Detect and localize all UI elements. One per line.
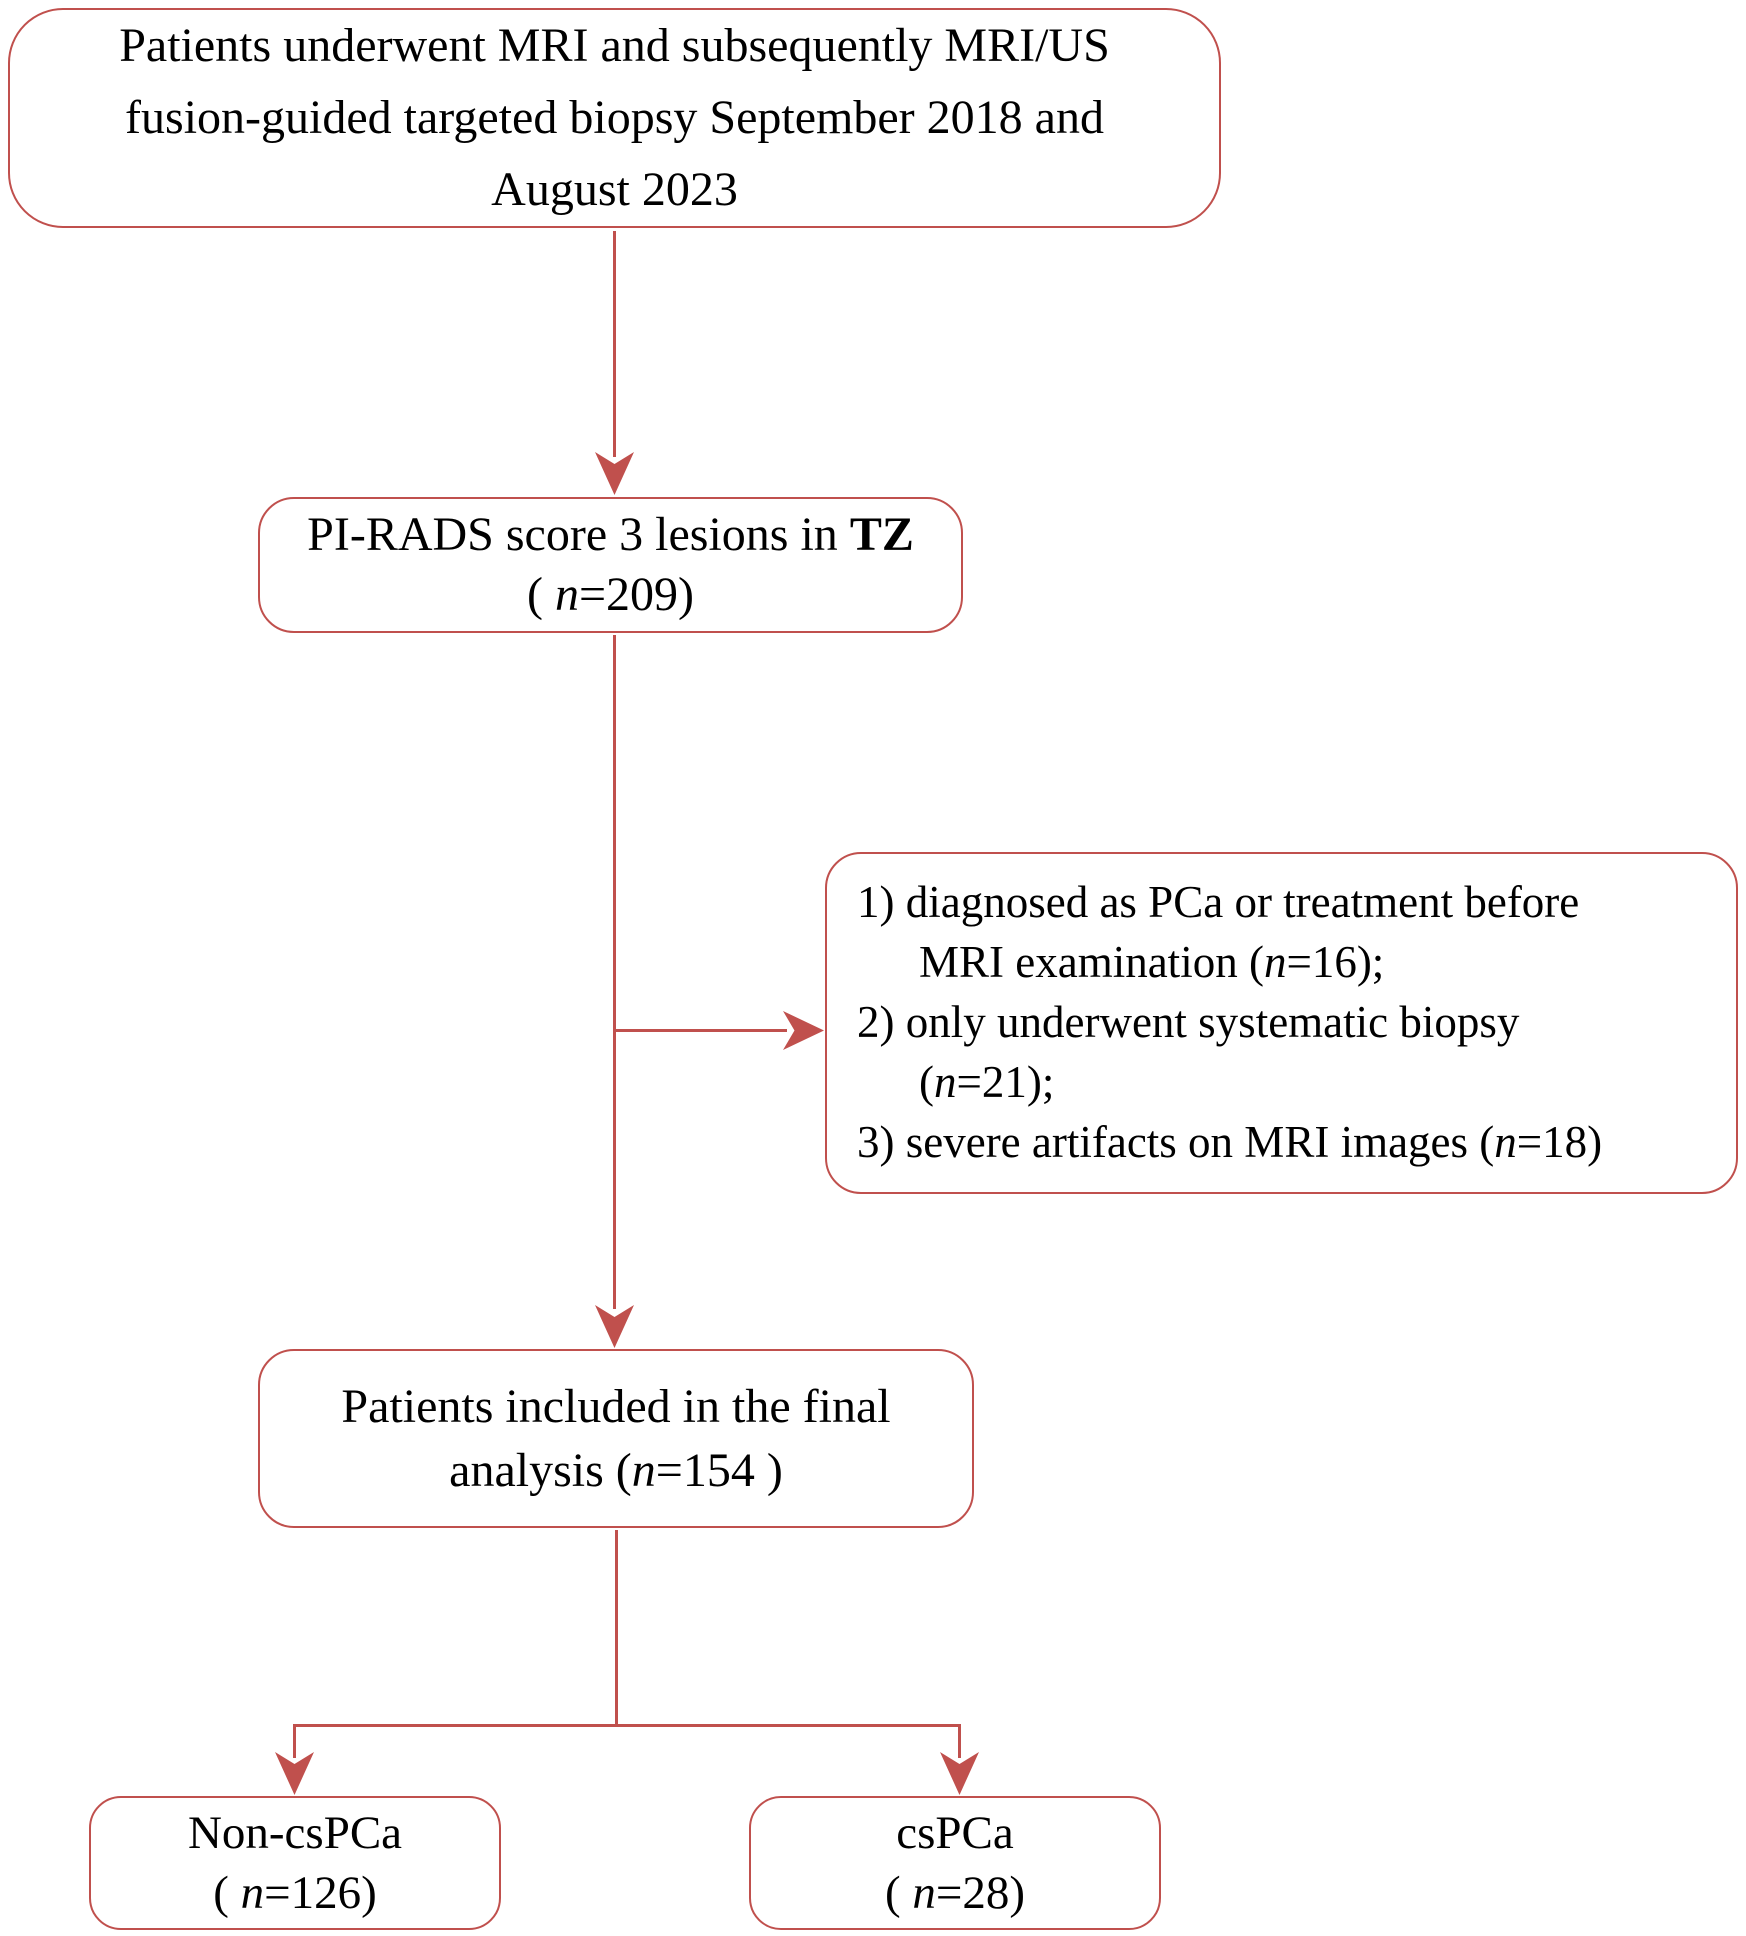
connector-pirads-to-final <box>613 635 616 1309</box>
connector-final-to-split <box>615 1530 618 1726</box>
final-line2-n: n <box>631 1443 656 1497</box>
cspca-count-n: n <box>912 1867 936 1919</box>
exclusion-item-2-text: 2) only underwent systematic biopsy ( <box>857 997 1520 1107</box>
noncspca-count-n: n <box>240 1867 265 1919</box>
pirads-line1: PI-RADS score 3 lesions in TZ <box>307 505 914 565</box>
noncspca-count: ( n=126) <box>213 1863 377 1923</box>
connector-branch-to-exclusions <box>615 1029 787 1032</box>
pirads-count-rest: =209) <box>578 568 695 621</box>
box-pirads: PI-RADS score 3 lesions in TZ ( n=209) <box>258 497 963 633</box>
exclusion-item-1-text: 1) diagnosed as PCa or treatment before … <box>857 877 1580 987</box>
final-line2-post: =154 ) <box>655 1443 783 1497</box>
cspca-count-rest: =28) <box>935 1867 1026 1919</box>
pirads-count-n: n <box>554 568 579 621</box>
pirads-line1-text: PI-RADS score 3 lesions in <box>307 508 850 561</box>
arrowhead-into-pirads-icon <box>595 452 634 495</box>
exclusion-item-3-n: n <box>1494 1117 1517 1167</box>
noncspca-title: Non-csPCa <box>187 1807 403 1859</box>
final-line2-pre: analysis ( <box>449 1443 632 1497</box>
box-noncspca: Non-csPCa ( n=126) <box>89 1796 501 1930</box>
exclusion-item-3-text: 3) severe artifacts on MRI images ( <box>857 1117 1495 1167</box>
arrowhead-into-final-icon <box>595 1305 634 1348</box>
pirads-count: ( n=209) <box>527 565 694 625</box>
final-line1: Patients included in the final <box>341 1379 891 1433</box>
arrowhead-into-exclusions-icon <box>783 1011 824 1050</box>
box-recruitment: Patients underwent MRI and subsequently … <box>8 8 1221 228</box>
exclusion-item-1: 1) diagnosed as PCa or treatment before … <box>857 872 1579 992</box>
cspca-count-open: ( <box>884 1867 913 1919</box>
pirads-line1-bold: TZ <box>849 508 914 561</box>
box-cspca: csPCa ( n=28) <box>749 1796 1161 1930</box>
exclusion-item-2-count: =21); <box>956 1057 1055 1107</box>
recruitment-text: Patients underwent MRI and subsequently … <box>119 19 1110 216</box>
pirads-count-open: ( <box>526 568 555 621</box>
connector-split-to-noncspca <box>293 1724 296 1758</box>
box-exclusions: 1) diagnosed as PCa or treatment before … <box>825 852 1738 1194</box>
connector-recruitment-to-pirads <box>613 231 616 457</box>
arrowhead-into-noncspca-icon <box>275 1752 314 1795</box>
cspca-title: csPCa <box>896 1807 1014 1859</box>
connector-split-to-cspca <box>958 1724 961 1758</box>
final-line2: analysis (n=154 ) <box>449 1439 783 1503</box>
exclusion-item-2: 2) only underwent systematic biopsy (n=2… <box>857 992 1519 1112</box>
exclusion-item-3-count: =18) <box>1516 1117 1603 1167</box>
exclusion-item-3: 3) severe artifacts on MRI images (n=18) <box>857 1112 1602 1172</box>
exclusion-item-2-n: n <box>934 1057 957 1107</box>
noncspca-count-rest: =126) <box>264 1867 377 1919</box>
exclusion-item-1-count: =16); <box>1286 937 1385 987</box>
connector-split-horizontal <box>294 1724 961 1727</box>
noncspca-count-open: ( <box>213 1867 241 1919</box>
box-final-analysis: Patients included in the final analysis … <box>258 1349 974 1528</box>
exclusion-item-1-n: n <box>1263 937 1287 987</box>
cspca-count: ( n=28) <box>885 1863 1025 1923</box>
arrowhead-into-cspca-icon <box>940 1752 979 1795</box>
